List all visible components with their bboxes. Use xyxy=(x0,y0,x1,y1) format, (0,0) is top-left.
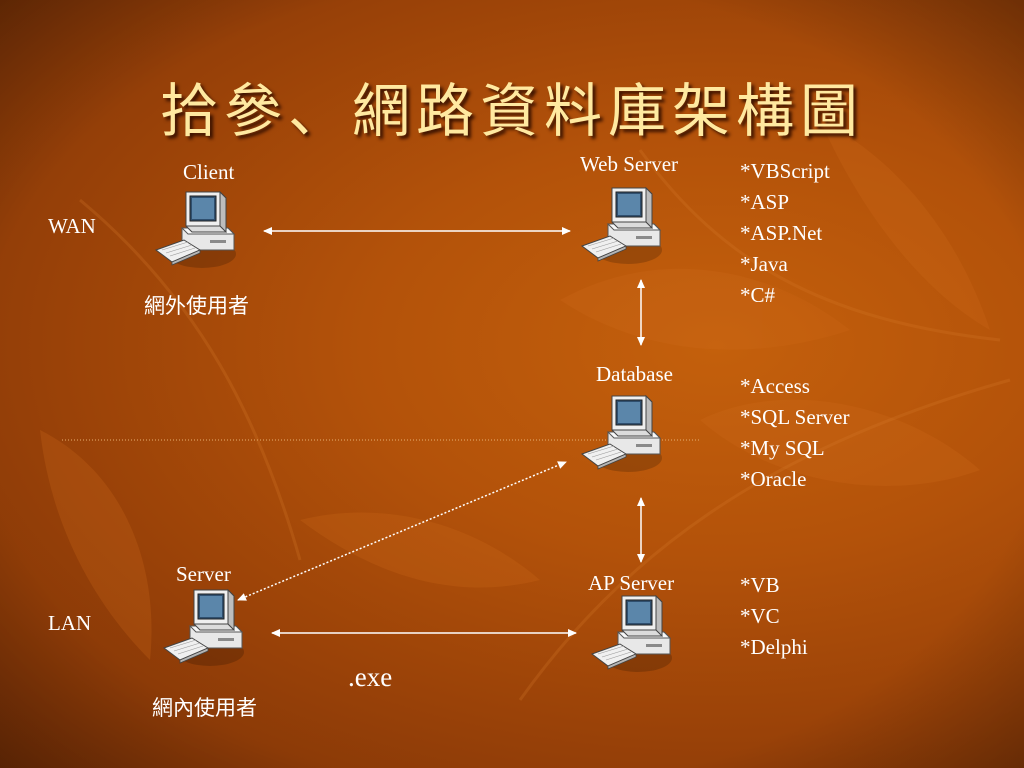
server-label: Server xyxy=(176,562,231,586)
server-computer-icon xyxy=(158,586,248,676)
tech-item: *ASP.Net xyxy=(740,221,823,245)
server-caption: 網內使用者 xyxy=(152,696,257,720)
tech-item: *SQL Server xyxy=(740,405,850,429)
tech-item: *Oracle xyxy=(740,467,807,491)
tech-item: *Java xyxy=(740,252,788,276)
client-caption: 網外使用者 xyxy=(144,294,249,318)
tech-item: *VB xyxy=(740,573,780,597)
tech-item: *Delphi xyxy=(740,635,808,659)
apserver-label: AP Server xyxy=(588,571,675,595)
webserver-tech-list: *VBScript *ASP *ASP.Net *Java *C# xyxy=(740,156,830,311)
tech-item: *ASP xyxy=(740,190,790,214)
tech-item: *VC xyxy=(740,604,780,628)
exe-label: .exe xyxy=(348,662,393,692)
webserver-computer-icon xyxy=(576,184,666,274)
wan-label: WAN xyxy=(48,214,96,238)
client-computer-icon xyxy=(150,188,240,278)
tech-item: *My SQL xyxy=(740,436,825,460)
database-computer-icon xyxy=(576,392,666,482)
tech-item: *VBScript xyxy=(740,159,830,183)
apserver-computer-icon xyxy=(586,592,676,682)
database-label: Database xyxy=(596,362,673,386)
tech-item: *Access xyxy=(740,374,810,398)
apserver-tech-list: *VB *VC *Delphi xyxy=(740,570,808,663)
slide-title: 拾參、網路資料庫架構圖 xyxy=(159,77,864,145)
server-database-dotted-arrow xyxy=(237,461,567,601)
database-tech-list: *Access *SQL Server *My SQL *Oracle xyxy=(740,371,849,495)
tech-item: *C# xyxy=(740,283,776,307)
webserver-label: Web Server xyxy=(580,152,679,176)
lan-label: LAN xyxy=(48,611,92,635)
client-label: Client xyxy=(183,160,235,184)
